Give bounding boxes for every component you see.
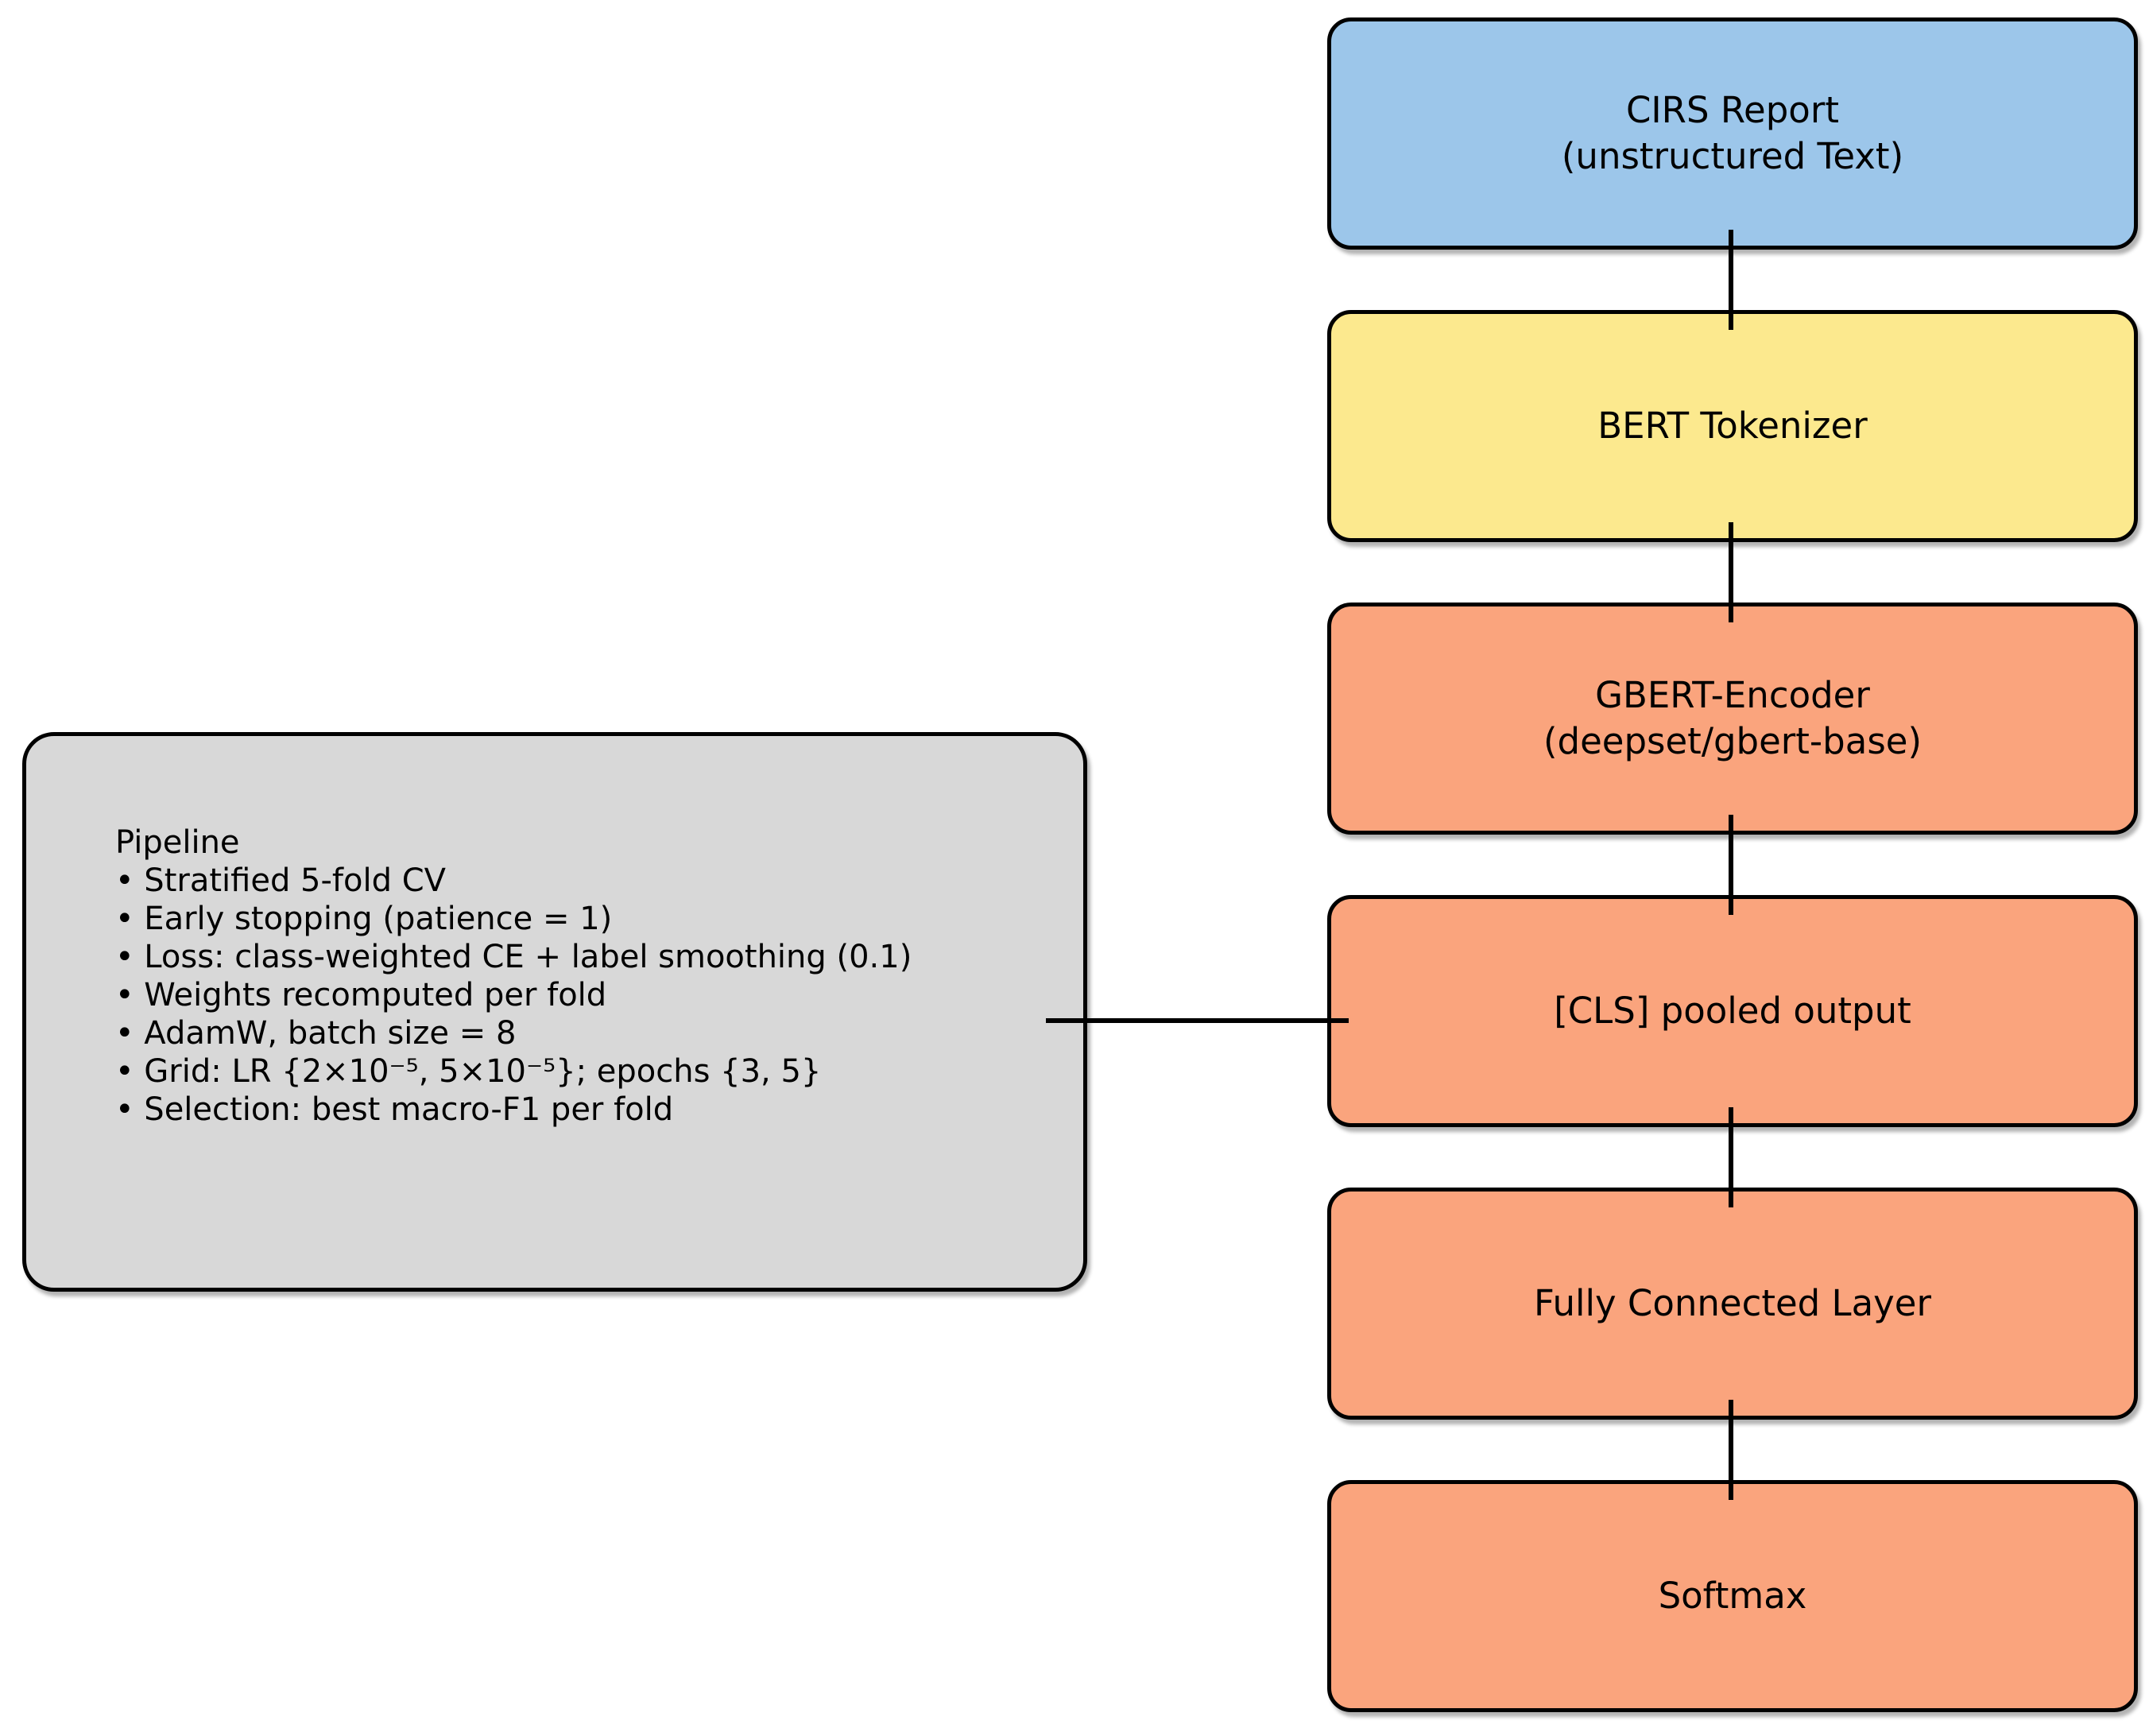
connector-gbert-to-cls [1729,815,1733,915]
connector-tokenizer-to-gbert [1729,522,1733,622]
pipeline-note-bullet-7: • Selection: best macro-F1 per fold [115,1091,674,1128]
pipeline-note-bullet-5: • AdamW, batch size = 8 [115,1015,517,1052]
pipeline-note-bullet-2: • Early stopping (patience = 1) [115,901,613,937]
node-softmax-label: Softmax [1658,1574,1807,1617]
pipeline-note-title: Pipeline [115,824,240,861]
node-cirs-report-label: CIRS Report (unstructured Text) [1561,88,1904,178]
connector-cls-to-fc [1729,1107,1733,1207]
node-cls-pooled-output: [CLS] pooled output [1327,895,2138,1127]
connector-fc-to-softmax [1729,1400,1733,1500]
pipeline-note-bullet-3: • Loss: class-weighted CE + label smooth… [115,939,912,975]
node-cirs-report: CIRS Report (unstructured Text) [1327,17,2138,250]
pipeline-note-bullet-1: • Stratified 5-fold CV [115,862,446,899]
node-bert-tokenizer: BERT Tokenizer [1327,310,2138,542]
node-bert-tokenizer-label: BERT Tokenizer [1597,404,1868,447]
node-cls-pooled-output-label: [CLS] pooled output [1554,989,1911,1032]
connector-note-to-cls [1046,1018,1349,1023]
node-softmax: Softmax [1327,1480,2138,1712]
node-gbert-encoder-label: GBERT-Encoder (deepset/gbert-base) [1543,673,1922,763]
pipeline-note: Pipeline • Stratified 5-fold CV • Early … [22,732,1087,1292]
node-fully-connected-layer-label: Fully Connected Layer [1534,1281,1931,1324]
pipeline-note-bullet-4: • Weights recomputed per fold [115,977,607,1013]
connector-cirs-to-tokenizer [1729,230,1733,330]
pipeline-note-bullet-6: • Grid: LR {2×10⁻⁵, 5×10⁻⁵}; epochs {3, … [115,1053,822,1090]
node-gbert-encoder: GBERT-Encoder (deepset/gbert-base) [1327,603,2138,835]
node-fully-connected-layer: Fully Connected Layer [1327,1188,2138,1420]
